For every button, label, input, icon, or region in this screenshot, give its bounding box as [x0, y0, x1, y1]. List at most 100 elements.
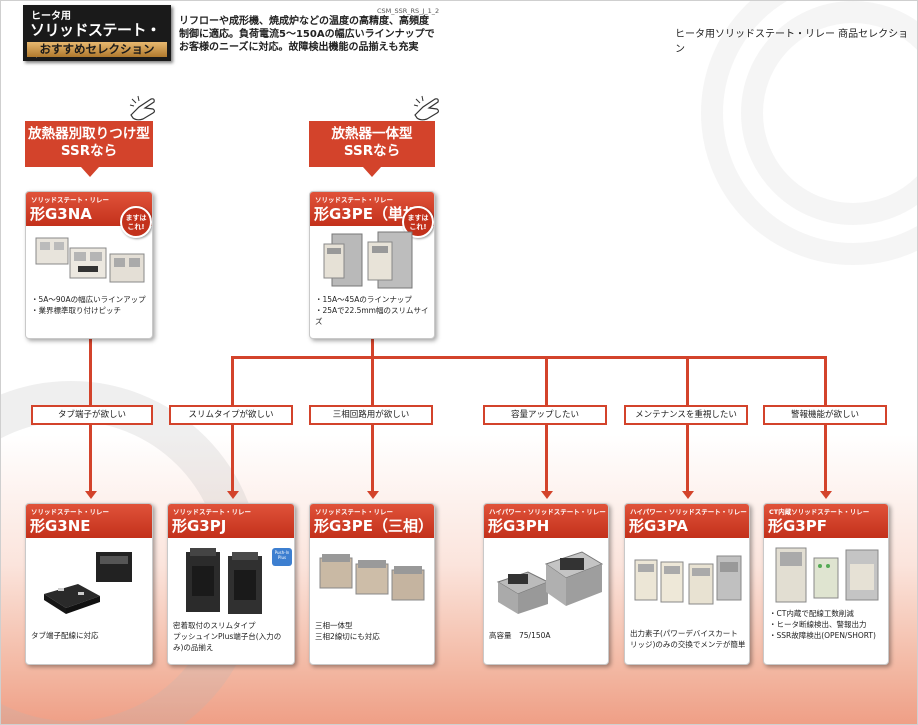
product-image	[775, 547, 879, 603]
product-image	[496, 551, 604, 614]
desc-line: プッシュインPlus端子台(入力の	[173, 632, 282, 641]
need-label: 警報機能が欲しい	[763, 405, 887, 425]
callout-line: 放熱器別取りつけ型	[28, 126, 150, 142]
arrow-head	[367, 491, 379, 499]
card-category: ソリッドステート・リレー	[173, 508, 251, 516]
badge-line3: おすすめセレクション	[27, 42, 167, 57]
desc-line: 三相一体型	[315, 621, 353, 630]
badge-line1: ヒータ用	[31, 11, 71, 22]
desc-line: 密着取付のスリムタイプ	[173, 621, 256, 630]
card-header: ハイパワー・ソリッドステート・リレー 形G3PH	[484, 504, 608, 538]
recommend-badge: ますは これ!	[120, 206, 152, 238]
card-category: CT内蔵ソリッドステート・リレー	[769, 508, 870, 516]
card-category: ハイパワー・ソリッドステート・リレー	[630, 508, 747, 516]
arrow-head	[541, 491, 553, 499]
need-label: 容量アップしたい	[483, 405, 607, 425]
connector-line	[371, 339, 374, 359]
desc-line: ・業界標準取り付けピッチ	[31, 306, 121, 315]
card-category: ソリッドステート・リレー	[315, 508, 393, 516]
desc-line: ・SSR故障検出(OPEN/SHORT)	[769, 631, 876, 640]
product-image	[634, 555, 742, 605]
desc-line: リッジ)のみの交換でメンテが簡単	[630, 640, 746, 649]
card-description: ・5A～90Aの幅広いラインアップ ・業界標準取り付けピッチ	[31, 294, 146, 316]
callout-pointer	[81, 167, 99, 177]
card-model: 形G3NE	[30, 517, 91, 535]
badge-line: ますは	[125, 214, 147, 222]
card-header: ソリッドステート・リレー 形G3PJ	[168, 504, 294, 538]
product-card-g3pe-three-phase[interactable]: ソリッドステート・リレー 形G3PE（三相） 三相一体型 三相2線切にも対応	[309, 503, 435, 665]
product-card-g3ph[interactable]: ハイパワー・ソリッドステート・リレー 形G3PH 高容量 75/150A	[483, 503, 609, 665]
card-header: CT内蔵ソリッドステート・リレー 形G3PF	[764, 504, 888, 538]
card-category: ハイパワー・ソリッドステート・リレー	[489, 508, 606, 516]
need-label: メンテナンスを重視したい	[624, 405, 748, 425]
callout-integrated-heatsink: 放熱器一体型 SSRなら	[309, 121, 435, 167]
card-description: ・CT内蔵で配線工数削減 ・ヒータ断線検出、警報出力 ・SSR故障検出(OPEN…	[769, 608, 876, 641]
product-image	[323, 231, 413, 289]
card-description: ・15A～45Aのラインナップ ・25Aで22.5mm幅のスリムサイズ	[315, 294, 434, 327]
product-image	[35, 237, 145, 283]
arrow-head	[682, 491, 694, 499]
card-description: 密着取付のスリムタイプ プッシュインPlus端子台(入力の み)の品揃え	[173, 620, 281, 653]
desc-line: ・5A～90Aの幅広いラインアップ	[31, 295, 146, 304]
card-description: 出力素子(パワーデバイスカート リッジ)のみの交換でメンテが簡単	[630, 628, 745, 650]
product-image	[186, 548, 262, 614]
callout-line: SSRなら	[343, 143, 401, 159]
product-card-g3pf[interactable]: CT内蔵ソリッドステート・リレー 形G3PF ・CT内蔵で配線工数削減 ・ヒータ…	[763, 503, 889, 665]
desc-line: 三相2線切にも対応	[315, 632, 380, 641]
card-header: ソリッドステート・リレー 形G3PE（三相）	[310, 504, 434, 538]
connector-line	[231, 356, 827, 359]
pointing-hand-icon	[413, 95, 440, 121]
product-card-g3pe-single[interactable]: ソリッドステート・リレー 形G3PE（単相） ますは これ! ・15A～45Aの…	[309, 191, 435, 339]
badge-line: ますは	[407, 214, 429, 222]
card-description: 高容量 75/150A	[489, 630, 551, 641]
description-line: 制御に適応。負荷電流5～150Aの幅広いラインナップで	[179, 29, 435, 40]
description-line: お客様のニーズに対応。故障検出機能の品揃えも充実	[179, 42, 419, 53]
card-description: タブ端子配線に対応	[31, 630, 99, 641]
desc-line: 出力素子(パワーデバイスカート	[630, 629, 738, 638]
card-category: ソリッドステート・リレー	[31, 196, 109, 204]
callout-separate-heatsink: 放熱器別取りつけ型 SSRなら	[25, 121, 153, 167]
badge-line: これ!	[409, 223, 427, 231]
product-card-g3na[interactable]: ソリッドステート・リレー 形G3NA ますは これ! ・5A～90Aの幅広いライ…	[25, 191, 153, 339]
product-card-g3pj[interactable]: ソリッドステート・リレー 形G3PJ Push-In Plus 密着取付のスリム…	[167, 503, 295, 665]
need-label: タブ端子が欲しい	[31, 405, 153, 425]
series-title-badge: ヒータ用 ソリッドステート・リレー おすすめセレクション	[23, 5, 171, 61]
need-label: 三相回路用が欲しい	[309, 405, 433, 425]
push-in-plus-logo: Push-In Plus	[272, 548, 292, 566]
arrow-head	[227, 491, 239, 499]
card-header: ハイパワー・ソリッドステート・リレー 形G3PA	[625, 504, 749, 538]
card-category: ソリッドステート・リレー	[31, 508, 109, 516]
callout-pointer	[363, 167, 381, 177]
card-category: ソリッドステート・リレー	[315, 196, 393, 204]
pointing-hand-icon	[129, 95, 156, 121]
desc-line: 高容量 75/150A	[489, 631, 551, 640]
card-model: 形G3PA	[629, 517, 688, 535]
card-header: ソリッドステート・リレー 形G3NE	[26, 504, 152, 538]
card-model: 形G3PJ	[172, 517, 227, 535]
desc-line: み)の品揃え	[173, 643, 214, 652]
product-card-g3pa[interactable]: ハイパワー・ソリッドステート・リレー 形G3PA 出力素子(パワーデバイスカート…	[624, 503, 750, 665]
badge-line: これ!	[127, 223, 145, 231]
arrow-head	[820, 491, 832, 499]
callout-line: SSRなら	[60, 143, 118, 159]
desc-line: ・CT内蔵で配線工数削減	[769, 609, 854, 618]
card-model: 形G3PF	[768, 517, 827, 535]
desc-line: タブ端子配線に対応	[31, 631, 99, 640]
header-description: リフローや成形機、焼成炉などの温度の高精度、高頻度 制御に適応。負荷電流5～15…	[179, 15, 479, 54]
product-image	[44, 552, 132, 614]
arrow-head	[85, 491, 97, 499]
desc-line: ・25Aで22.5mm幅のスリムサイズ	[315, 306, 429, 326]
description-line: リフローや成形機、焼成炉などの温度の高精度、高頻度	[179, 16, 429, 27]
product-image	[319, 554, 425, 601]
card-model: 形G3NA	[30, 205, 92, 223]
callout-line: 放熱器一体型	[331, 126, 413, 142]
card-model: 形G3PH	[488, 517, 550, 535]
document-code: CSM_SSR_RS_J_1_2	[377, 7, 440, 15]
desc-line: ・15A～45Aのラインナップ	[315, 295, 412, 304]
page-title: ヒータ用ソリッドステート・リレー 商品セレクション	[675, 29, 909, 55]
need-label: スリムタイプが欲しい	[169, 405, 293, 425]
card-description: 三相一体型 三相2線切にも対応	[315, 620, 380, 642]
product-card-g3ne[interactable]: ソリッドステート・リレー 形G3NE タブ端子配線に対応	[25, 503, 153, 665]
card-model: 形G3PE（三相）	[314, 517, 433, 535]
